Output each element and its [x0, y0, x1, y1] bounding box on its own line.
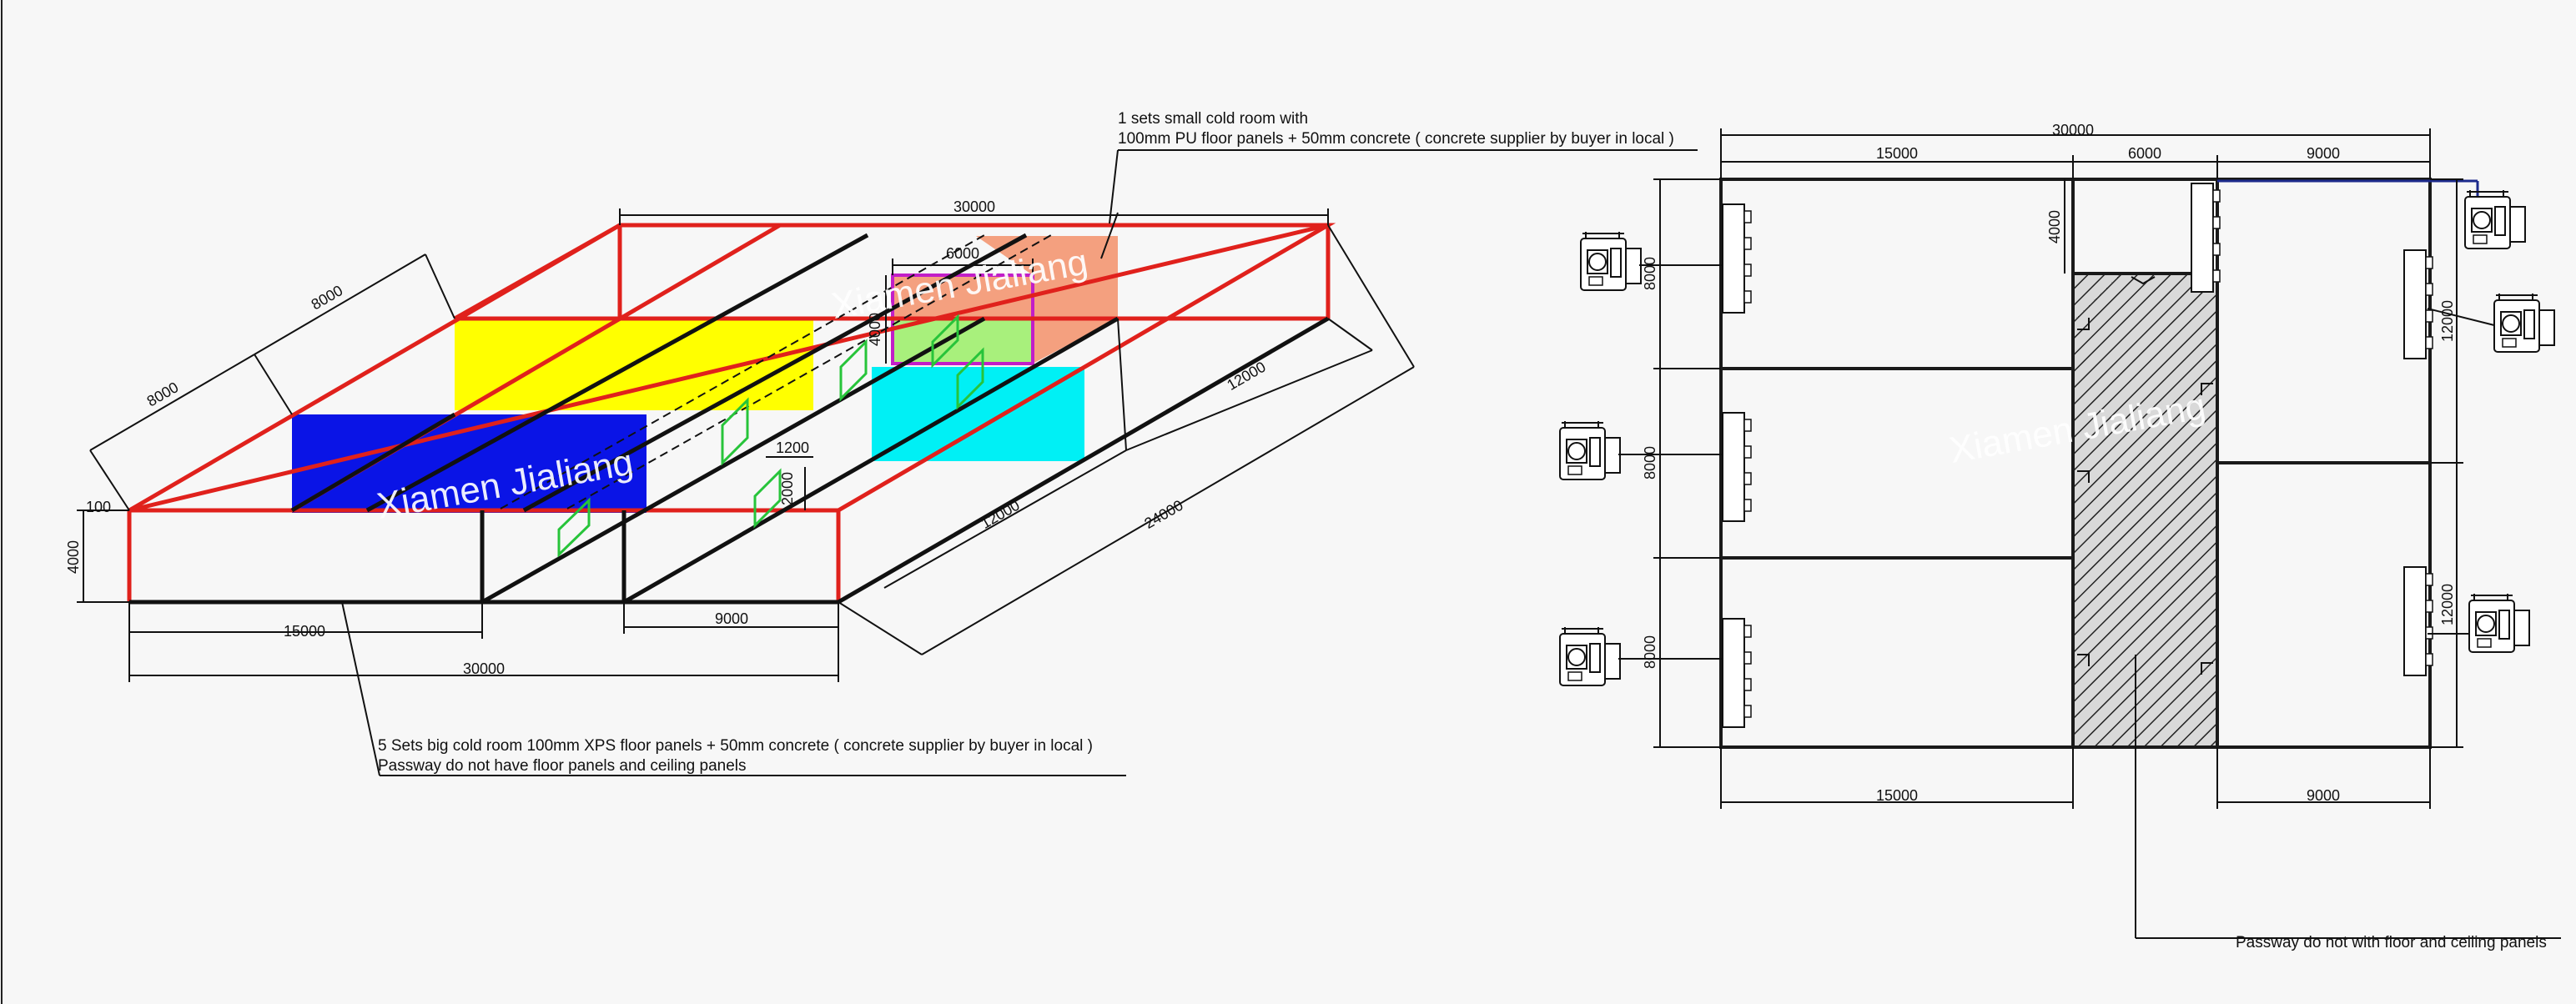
plan-dim-top-b: 6000: [2128, 145, 2161, 162]
plan-dim-bottom-c: 9000: [2307, 787, 2340, 804]
plan-dim-right-a: 12000: [2439, 300, 2456, 342]
condensing-unit-1: [1580, 231, 1642, 291]
plan-dimension-lines: [1653, 128, 2561, 939]
refrigerant-pipes: [1618, 264, 2495, 660]
iso-dim-left-depth-lower: 8000: [144, 379, 182, 409]
plan-dim-left-c: 8000: [1642, 635, 1658, 669]
passway-hatch: [2073, 274, 2217, 747]
iso-dim-door-height: 2000: [779, 472, 796, 505]
door-symbols: [557, 314, 984, 558]
note-small-room-line1: 1 sets small cold room with: [1118, 110, 1308, 128]
iso-dim-left-depth-upper: 8000: [309, 282, 346, 313]
plan-dim-right-b: 12000: [2439, 584, 2456, 625]
red-frame: [127, 223, 1336, 605]
door-6: [956, 347, 984, 410]
plan-view: 30000 15000 6000 9000 8000 8000 8000 400…: [1559, 122, 2561, 951]
evaporator-room-2: [1722, 412, 1752, 522]
iso-dim-bottom-left: 15000: [284, 623, 325, 640]
condensing-unit-6: [2468, 593, 2530, 653]
iso-dim-top-length: 30000: [953, 198, 995, 215]
salmon-small-room-floor: [893, 275, 1033, 319]
evaporator-room-3: [1722, 618, 1752, 728]
evaporator-small-room: [2191, 183, 2221, 293]
plan-dim-left-b: 8000: [1642, 446, 1658, 479]
condensing-unit-5: [2493, 293, 2555, 353]
black-partitions: [129, 233, 1330, 605]
plan-dim-left-a: 8000: [1642, 257, 1658, 290]
plan-dim-small-room-depth: 4000: [2046, 210, 2063, 243]
door-2: [721, 397, 749, 466]
note-leaders: [341, 149, 1698, 776]
iso-dim-small-depth: 4000: [867, 313, 883, 346]
door-4: [839, 339, 868, 402]
iso-dimension-lines: [77, 208, 1415, 682]
iso-dim-right-depth-b: 12000: [978, 497, 1022, 532]
iso-dim-door-width: 1200: [776, 439, 809, 456]
evaporator-room-4: [2403, 249, 2433, 359]
iso-dim-bottom-total: 30000: [463, 660, 505, 677]
plan-dim-bottom-a: 15000: [1876, 787, 1918, 804]
plan-dim-top-total: 30000: [2052, 122, 2094, 138]
note-big-room-line2: Passway do not have floor panels and cei…: [378, 757, 747, 775]
evaporator-room-1: [1722, 203, 1752, 314]
door-5: [931, 314, 959, 369]
salmon-small-room-wall: [976, 236, 1118, 364]
condensing-unit-4: [2464, 189, 2526, 249]
plan-dim-top-c: 9000: [2307, 145, 2340, 162]
note-plan-passway: Passway do not with floor and ceiling pa…: [2236, 934, 2547, 951]
plan-walls: [1719, 178, 2432, 749]
blue-floor-area: [292, 414, 647, 513]
iso-dim-left-offset: 100: [86, 499, 111, 515]
iso-dim-small-width: 6000: [946, 245, 979, 262]
iso-dim-height: 4000: [65, 540, 82, 574]
door-1: [557, 497, 591, 558]
condensing-unit-2: [1559, 420, 1621, 480]
note-small-room-line2: 100mm PU floor panels + 50mm concrete ( …: [1118, 130, 1674, 148]
cyan-floor-area: [872, 367, 1084, 461]
plan-door-marks: [2077, 276, 2213, 675]
door-3: [753, 468, 782, 529]
iso-dim-right-depth-outer: 24000: [1141, 497, 1185, 532]
condensing-unit-3: [1559, 626, 1621, 686]
iso-dim-bottom-mid: 9000: [715, 610, 748, 627]
plan-dim-top-a: 15000: [1876, 145, 1918, 162]
isometric-view: 30000 6000 8000 8000 100 4000 15000 3000…: [65, 110, 1698, 776]
evaporator-room-5: [2403, 566, 2433, 676]
note-big-room-line1: 5 Sets big cold room 100mm XPS floor pan…: [378, 737, 1093, 755]
